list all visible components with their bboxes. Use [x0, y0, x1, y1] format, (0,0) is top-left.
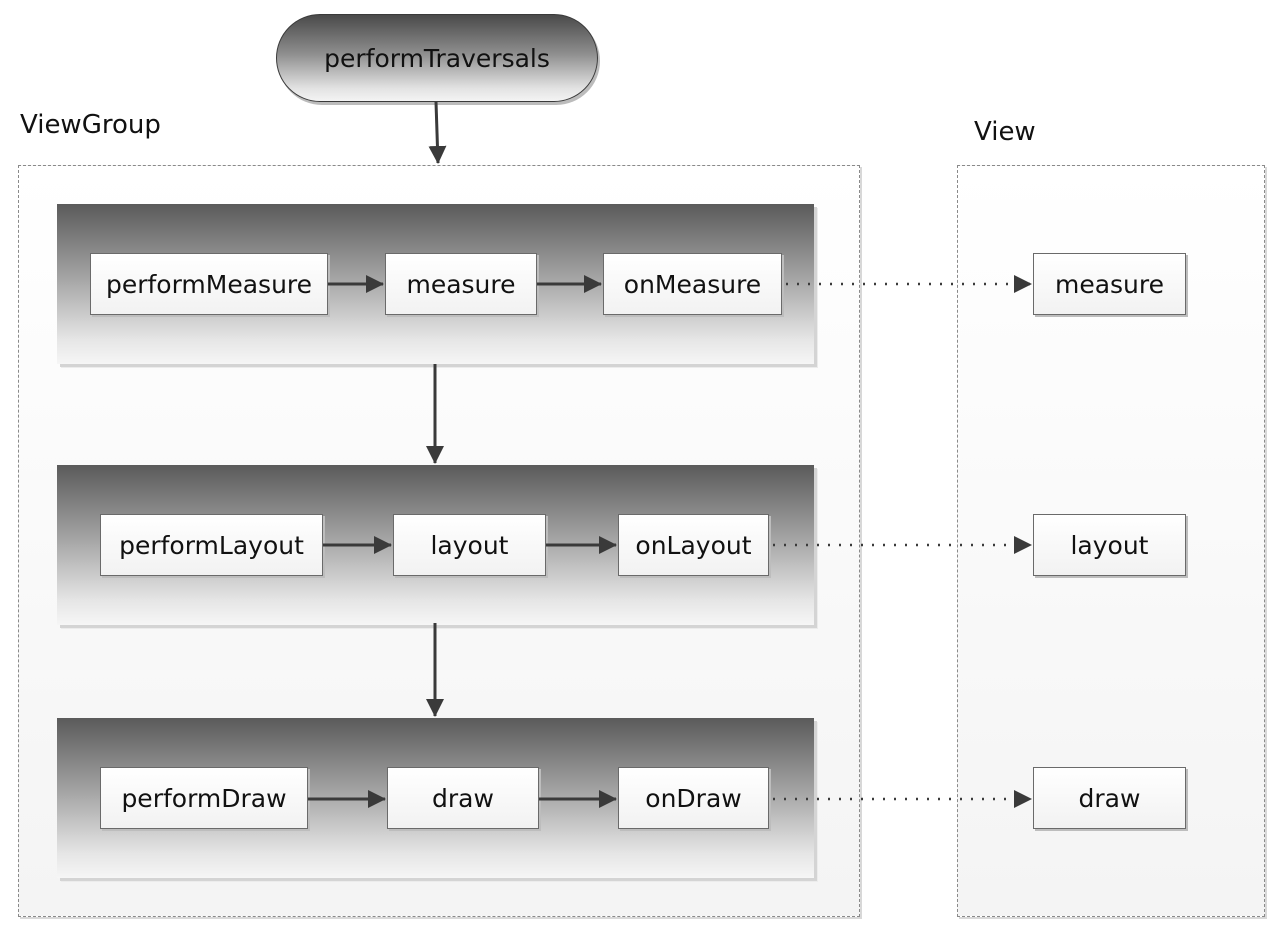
on-measure-node: onMeasure: [603, 253, 782, 315]
draw-node: draw: [387, 767, 539, 829]
view-layout-node: layout: [1033, 514, 1186, 576]
viewgroup-label: ViewGroup: [20, 110, 161, 140]
view-label: View: [974, 117, 1036, 147]
measure-node: measure: [385, 253, 537, 315]
perform-traversals-node: performTraversals: [276, 14, 598, 102]
view-measure-node: measure: [1033, 253, 1186, 315]
perform-layout-node: performLayout: [100, 514, 323, 576]
on-layout-node: onLayout: [618, 514, 769, 576]
perform-measure-node: performMeasure: [90, 253, 328, 315]
traversals-to-viewgroup-arrow: [428, 101, 447, 164]
perform-draw-node: performDraw: [100, 767, 308, 829]
on-draw-node: onDraw: [618, 767, 769, 829]
view-draw-node: draw: [1033, 767, 1186, 829]
layout-node: layout: [393, 514, 546, 576]
